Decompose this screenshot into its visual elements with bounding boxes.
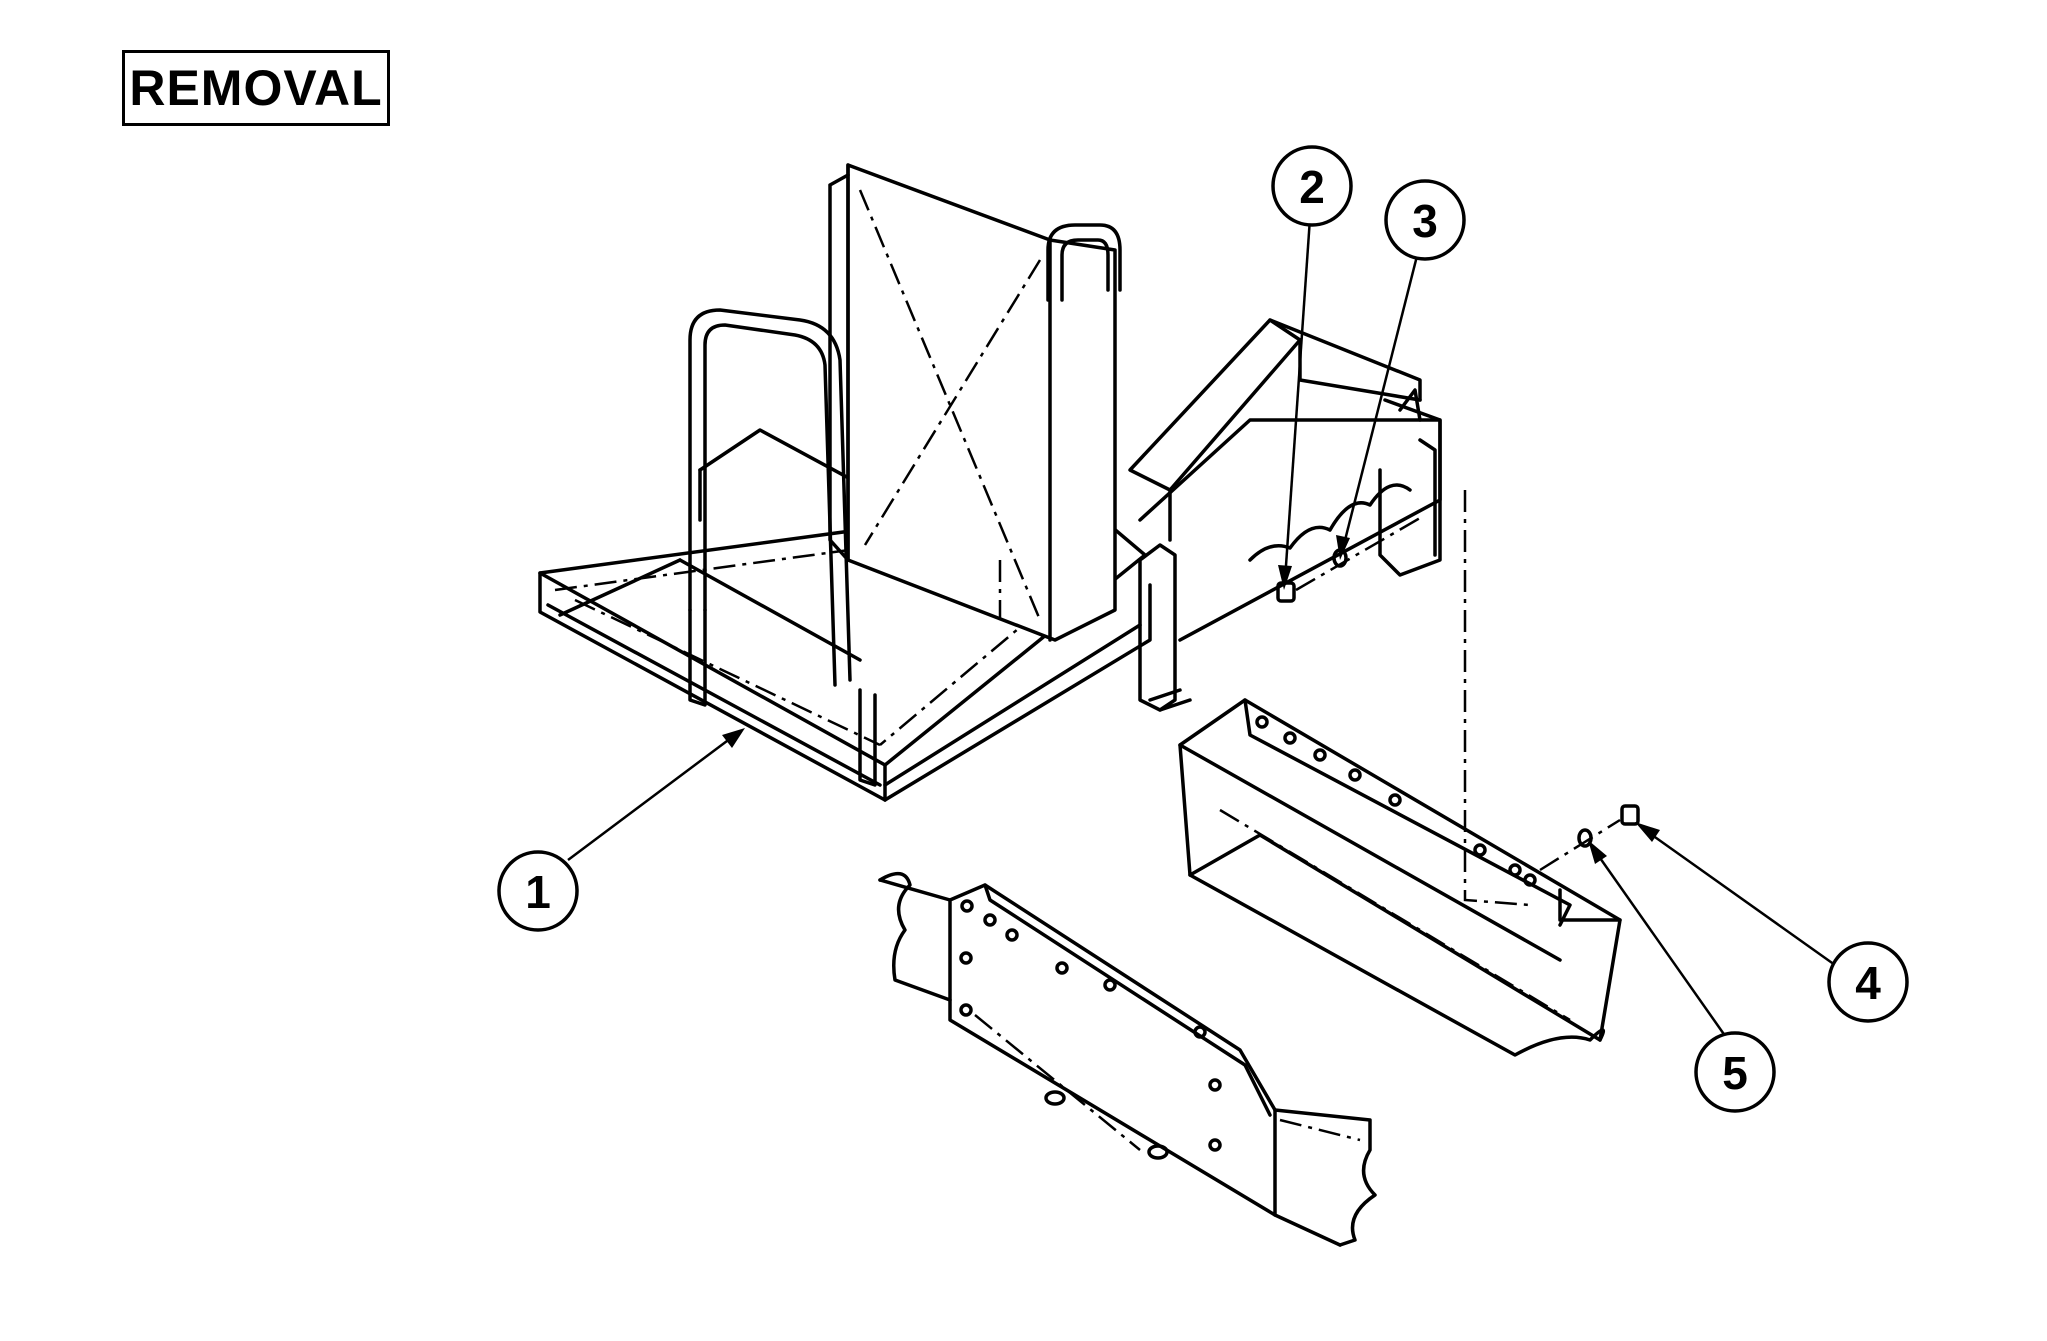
callout-2: 2 (1271, 145, 1353, 227)
leader-lines (567, 217, 1836, 1041)
callout-3: 3 (1384, 179, 1466, 261)
svg-text:4: 4 (1855, 957, 1881, 1009)
svg-text:2: 2 (1299, 161, 1325, 213)
svg-text:3: 3 (1412, 195, 1438, 247)
fasteners (1276, 516, 1640, 872)
callout-1: 1 (497, 850, 579, 932)
removal-title: REMOVAL (122, 50, 390, 126)
callout-4: 4 (1827, 941, 1909, 1023)
lower-plate (878, 871, 1377, 1247)
cross-member-beam (1178, 490, 1622, 1057)
callout-5: 5 (1694, 1031, 1776, 1113)
svg-text:1: 1 (525, 866, 551, 918)
platform-assembly (538, 163, 1442, 802)
svg-text:5: 5 (1722, 1047, 1748, 1099)
